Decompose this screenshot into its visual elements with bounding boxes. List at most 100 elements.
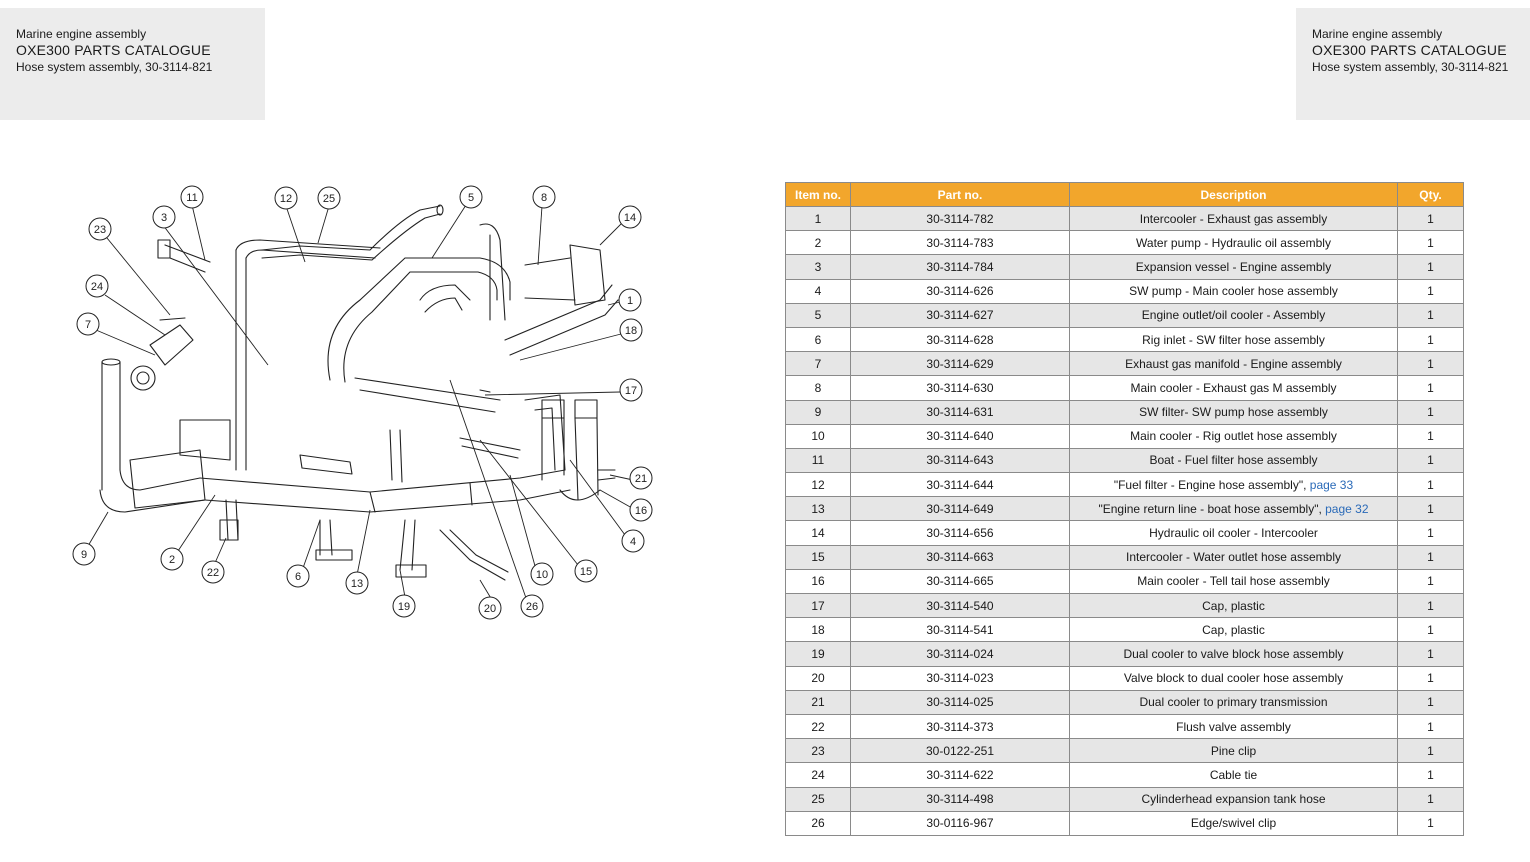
cell-description: Main cooler - Rig outlet hose assembly (1069, 423, 1398, 449)
callout-number: 25 (323, 193, 335, 205)
callout-24: 24 (85, 274, 109, 298)
callout-11: 11 (180, 185, 204, 209)
cell-part-no: 30-3114-023 (850, 665, 1070, 691)
callout-2: 2 (160, 547, 184, 571)
callout-4: 4 (621, 529, 645, 553)
col-header-qty: Qty. (1397, 182, 1464, 207)
cell-item-no: 6 (785, 326, 851, 353)
cell-item-no: 16 (785, 568, 851, 595)
table-header-row: Item no. Part no. Description Qty. (785, 182, 1464, 207)
cell-part-no: 30-3114-626 (850, 278, 1070, 304)
description-text: "Fuel filter - Engine hose assembly", (1113, 477, 1310, 492)
cell-item-no: 4 (785, 278, 851, 304)
callout-14: 14 (618, 205, 642, 229)
callout-circle (629, 498, 653, 522)
cell-part-no: 30-3114-640 (850, 423, 1070, 449)
cell-description: Edge/swivel clip (1069, 810, 1398, 836)
callout-circle (530, 562, 554, 586)
cell-qty: 1 (1397, 544, 1464, 570)
callout-15: 15 (574, 559, 598, 583)
callout-number: 14 (624, 212, 636, 224)
callout-number: 3 (161, 212, 167, 224)
callout-number: 19 (398, 601, 410, 613)
callout-21: 21 (629, 466, 653, 490)
cell-item-no: 10 (785, 423, 851, 449)
cell-part-no: 30-3114-628 (850, 326, 1070, 353)
callout-circle (317, 186, 341, 210)
page-link[interactable]: page 32 (1325, 501, 1369, 516)
cell-qty: 1 (1397, 302, 1464, 328)
callout-circle (618, 205, 642, 229)
col-header-part: Part no. (850, 182, 1070, 207)
callout-circle (286, 564, 310, 588)
page-link[interactable]: page 33 (1309, 477, 1354, 492)
cell-qty: 1 (1397, 520, 1464, 546)
callout-number: 6 (295, 571, 301, 583)
callout-circle (459, 185, 483, 209)
cell-description: Boat - Fuel filter hose assembly (1069, 447, 1398, 474)
cell-part-no: 30-3114-498 (850, 786, 1070, 812)
callout-circle (619, 378, 643, 402)
callout-number: 23 (94, 224, 106, 236)
cell-qty: 1 (1397, 689, 1464, 715)
cell-item-no: 15 (785, 544, 851, 570)
cell-description: SW pump - Main cooler hose assembly (1069, 278, 1398, 304)
cell-description: "Fuel filter - Engine hose assembly", pa… (1069, 472, 1398, 498)
cell-qty: 1 (1397, 326, 1464, 353)
callout-circle (85, 274, 109, 298)
cell-qty: 1 (1397, 641, 1464, 667)
cell-qty: 1 (1397, 447, 1464, 474)
callout-number: 20 (484, 603, 496, 615)
header-title: OXE300 PARTS CATALOGUE (1312, 42, 1507, 58)
callout-number: 21 (635, 473, 647, 485)
cell-part-no: 30-3114-622 (850, 762, 1070, 788)
cell-qty: 1 (1397, 810, 1464, 836)
cell-part-no: 30-3114-024 (850, 641, 1070, 667)
callout-circle (76, 312, 100, 336)
cell-item-no: 5 (785, 302, 851, 328)
cell-description: Valve block to dual cooler hose assembly (1069, 665, 1398, 691)
cell-qty: 1 (1397, 592, 1464, 619)
hose-drawing (99, 204, 619, 581)
cell-part-no: 30-3114-783 (850, 230, 1070, 256)
cell-qty: 1 (1397, 375, 1464, 401)
cell-description: Dual cooler to valve block hose assembly (1069, 641, 1398, 667)
callout-16: 16 (629, 498, 653, 522)
callout-circle (629, 466, 653, 490)
cell-qty: 1 (1397, 496, 1464, 522)
callout-circle (152, 205, 176, 229)
cell-qty: 1 (1397, 713, 1464, 740)
col-header-description: Description (1069, 182, 1398, 207)
cell-description: Pine clip (1069, 738, 1398, 764)
callout-number: 17 (625, 385, 637, 397)
callout-circle (345, 571, 369, 595)
callout-circle (478, 596, 502, 620)
cell-item-no: 2 (785, 230, 851, 256)
callout-number: 1 (627, 295, 633, 307)
cell-part-no: 30-3114-782 (850, 205, 1070, 232)
cell-qty: 1 (1397, 351, 1464, 377)
cell-qty: 1 (1397, 665, 1464, 691)
callout-circle (180, 185, 204, 209)
cell-item-no: 26 (785, 810, 851, 836)
cell-item-no: 18 (785, 617, 851, 643)
cell-part-no: 30-3114-025 (850, 689, 1070, 715)
description-text: "Engine return line - boat hose assembly… (1098, 501, 1326, 516)
callout-number: 10 (536, 569, 548, 581)
cell-description: "Engine return line - boat hose assembly… (1069, 496, 1398, 522)
callout-circle (520, 594, 544, 618)
cell-qty: 1 (1397, 254, 1464, 280)
cell-qty: 1 (1397, 762, 1464, 788)
